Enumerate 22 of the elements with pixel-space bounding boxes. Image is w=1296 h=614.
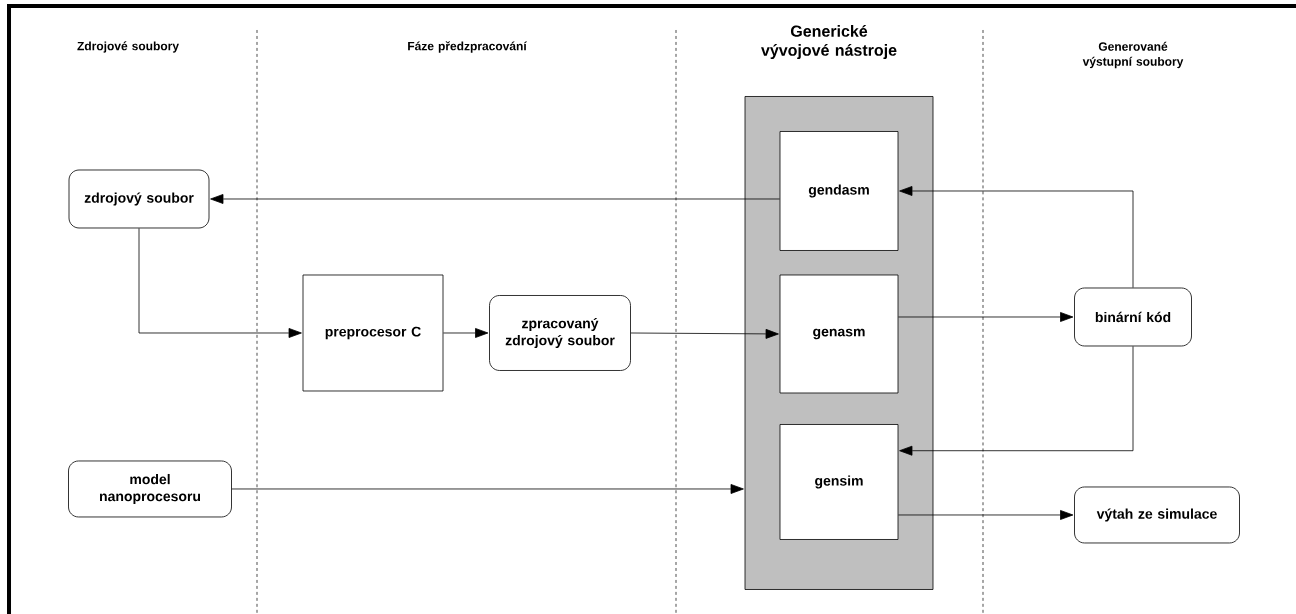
process-box: genasm — [779, 274, 899, 394]
file-box: model nanoprocesoru — [68, 460, 232, 518]
file-box: zpracovaný zdrojový soubor — [489, 295, 631, 371]
column-heading: Generované výstupní soubory — [1082, 41, 1184, 69]
arrow — [231, 484, 744, 494]
arrow — [899, 346, 1134, 456]
arrow — [899, 186, 1134, 288]
file-box: zdrojový soubor — [68, 169, 210, 229]
arrow — [630, 328, 779, 339]
file-box: binární kód — [1074, 287, 1192, 347]
column-heading: Generické vývojové nástroje — [761, 24, 897, 59]
column-heading: Zdrojové soubory — [77, 41, 179, 53]
arrow — [443, 328, 489, 338]
process-box: gensim — [779, 424, 899, 540]
column-heading: Fáze předzpracování — [408, 41, 527, 53]
process-box: gendasm — [779, 131, 899, 251]
arrow — [898, 510, 1074, 520]
arrow — [138, 228, 302, 338]
file-box: výtah ze simulace — [1074, 486, 1240, 544]
arrow — [210, 194, 780, 204]
arrow — [898, 312, 1074, 322]
process-box: preprocesor C — [302, 274, 444, 392]
